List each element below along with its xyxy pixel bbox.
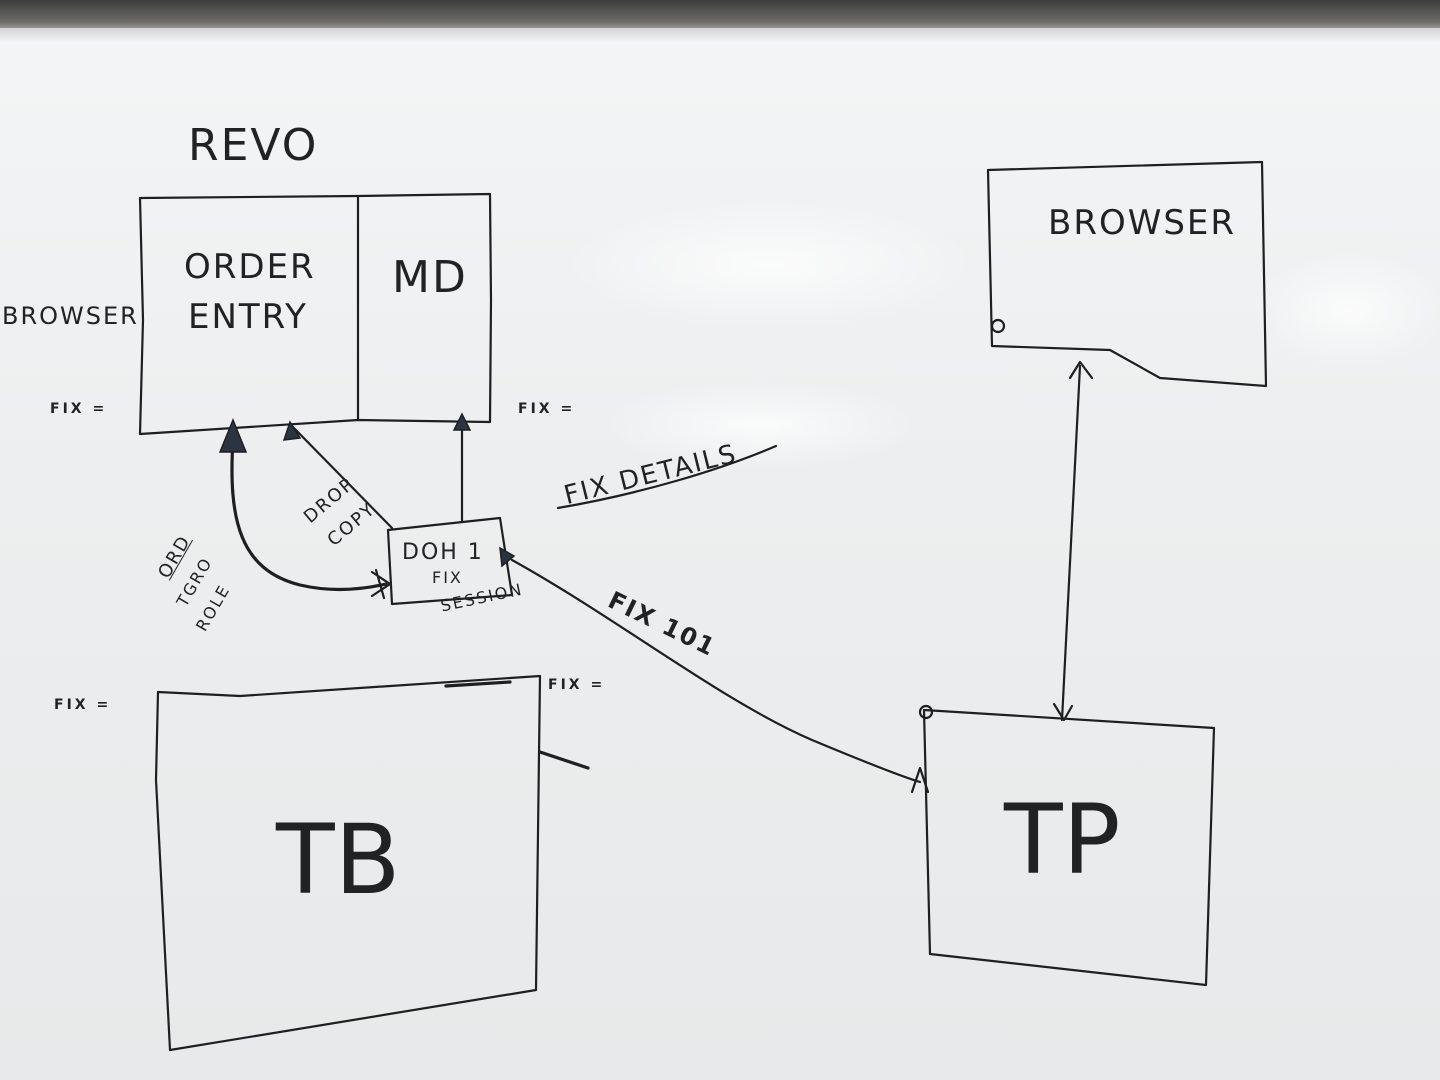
order-entry-label-line2: ENTRY [188,297,308,337]
browser-tp-arrowhead [1052,702,1074,722]
revo-title: REVO [188,120,319,171]
fix-101-arrowhead-session [499,546,516,568]
fix-label-tb-left: FIX = [54,697,112,713]
tp-box [922,708,1216,987]
doh-session-line1: DOH 1 [402,540,484,565]
browser-tp-arrowhead [1068,360,1094,380]
doh-session-line2: FIX [432,568,463,587]
whiteboard-frame-edge [0,28,1440,42]
fix-101-arrowhead-tp [910,766,930,794]
tb-box [154,674,542,1052]
tb-label: TB [276,804,401,916]
browser-right-label: BROWSER [1048,203,1237,243]
fix-label-revo-right: FIX = [518,401,576,417]
tb-scribble [538,750,590,770]
ord-link [230,438,388,591]
md-arrowhead [452,412,472,431]
browser-tp-link [1060,364,1082,722]
drop-copy-link [288,422,394,530]
fix-label-tb-right: FIX = [548,677,606,693]
ord-arrowhead-bottom [370,568,392,600]
ord-arrowhead-top [218,418,248,453]
fix-101-link [510,558,922,784]
browser-right-port [990,318,1006,334]
browser-left-label: BROWSER [2,302,139,330]
md-label: MD [392,252,468,303]
fix-label-revo-left: FIX = [50,401,108,417]
drop-copy-arrowhead [282,420,302,441]
tb-scribble [444,680,512,688]
fix-details-underline [556,444,778,510]
order-entry-label-line1: ORDER [184,247,316,287]
tp-label: TP [1004,784,1121,896]
browser-right-box [986,160,1268,388]
revo-box [138,192,493,436]
tp-port [918,704,934,720]
